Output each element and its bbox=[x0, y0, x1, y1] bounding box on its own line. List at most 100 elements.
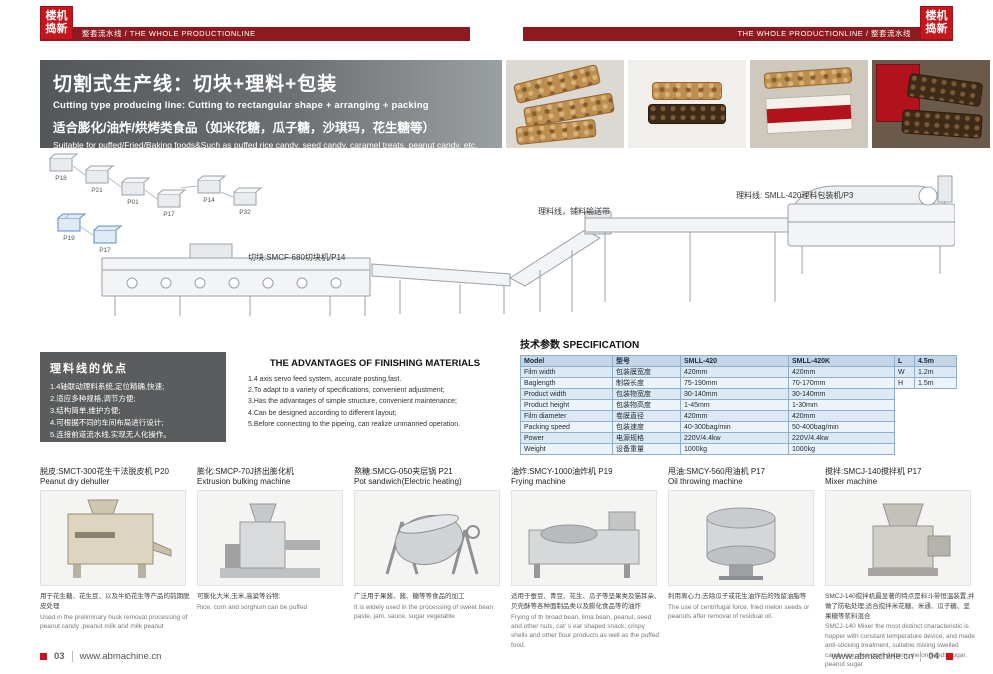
footer-red-dot bbox=[40, 653, 47, 660]
spec-title-zh: 技术参数 bbox=[520, 340, 560, 351]
flow-node bbox=[157, 189, 187, 208]
candy-bar bbox=[901, 109, 983, 139]
footer-left: 03 www.abmachine.cn bbox=[40, 651, 161, 662]
flow-label: P32 bbox=[239, 209, 251, 216]
footer-red-dot bbox=[946, 653, 953, 660]
flow-label: P18 bbox=[55, 175, 67, 182]
machine-card-mixer: 搅拌:SMCJ-140搅拌机 P17 Mixer machine SMCJ-14… bbox=[825, 466, 975, 669]
machine-caption-zh: 膨化:SMCP-70J挤出膨化机 bbox=[197, 467, 294, 476]
footer-divider bbox=[71, 651, 73, 662]
machine-caption-zh: 油炸:SMCY-1000油炸机 P19 bbox=[511, 467, 613, 476]
advantages-title-en: THE ADVANTAGES OF FINISHING MATERIALS bbox=[269, 358, 481, 369]
lower-conveyor-drawing bbox=[371, 263, 511, 314]
advantage-item: 2.To adapt to a variety of specification… bbox=[248, 387, 445, 395]
machine-photo-deoiler bbox=[668, 490, 814, 586]
flow-node-highlight bbox=[93, 225, 123, 244]
cutting-machine-drawing bbox=[101, 243, 371, 316]
packing-machine-drawing bbox=[787, 175, 956, 274]
machine-caption-en: Oil throwing machine bbox=[668, 477, 743, 486]
machine-desc-zh: 利用离心力,去除瓜子或花生油炸后的残留油脂等 bbox=[668, 593, 807, 600]
machine-caption-en: Mixer machine bbox=[825, 477, 878, 486]
machine-desc-en: SMCJ-140 Mixer the most distinct charact… bbox=[825, 623, 975, 668]
candy-bar bbox=[652, 82, 722, 100]
logo-text-line2: 捣新 bbox=[45, 23, 68, 35]
machine-desc-zh: 适用于蚕豆、青豆、花生、瓜子等坚果类及猫耳朵、贝壳酥等各种面制品类以及膨化食品等… bbox=[511, 593, 661, 610]
machine-desc-en: Rice, corn and sorghum can be puffed bbox=[197, 603, 308, 611]
advantage-item: 3.Has the advantages of simple structure… bbox=[248, 398, 457, 406]
advantage-item: 2.适应多种规格,调节方便; bbox=[50, 394, 136, 403]
candy-bar bbox=[648, 104, 726, 124]
machine-desc-en: The use of centrifugal force, fried melo… bbox=[668, 603, 810, 621]
machine-card-deoiler: 甩油:SMCY-560甩油机 P17 Oil throwing machine … bbox=[668, 466, 818, 622]
machine-desc-zh: 可膨化大米,玉米,高粱等谷物; bbox=[197, 593, 281, 600]
advantages-box-zh: 理料线的优点 1.4轴联动理料系统,定位精确,快速; 2.适应多种规格,调节方便… bbox=[40, 352, 226, 442]
candy-bar bbox=[763, 66, 853, 90]
flow-node bbox=[121, 177, 151, 196]
top-conveyor-drawing bbox=[584, 211, 791, 302]
advantages-box-en: THE ADVANTAGES OF FINISHING MATERIALS 1.… bbox=[240, 352, 510, 442]
header-bar-right: THE WHOLE PRODUCTIONLINE / 整套流水线 bbox=[523, 27, 953, 41]
title-banner: 切割式生产线：切块+理料+包装 Cutting type producing l… bbox=[40, 60, 502, 150]
advantage-item: 5.Before connecting to the pipeing, can … bbox=[248, 420, 461, 428]
flow-label: P17 bbox=[99, 247, 111, 254]
spec-title: 技术参数 SPECIFICATION bbox=[520, 336, 956, 351]
diagram-label-conveyor: 理料线，铺料输送带 bbox=[538, 207, 610, 216]
machine-caption-en: Frying machine bbox=[511, 477, 566, 486]
machine-caption-zh: 搅拌:SMCJ-140搅拌机 P17 bbox=[825, 467, 922, 476]
advantage-item: 4.Can be designed according to different… bbox=[248, 409, 397, 417]
machine-desc-zh: 广泛用于果酱、酱、糖等等食品的加工 bbox=[354, 593, 465, 600]
machine-photo-jacketed-pot bbox=[354, 490, 500, 586]
logo-text-line2: 捣新 bbox=[925, 23, 948, 35]
production-line-diagram: P18 P21 P01 P17 P14 P32 P19 P17 bbox=[40, 152, 956, 342]
brand-logo-right: 楼机 捣新 bbox=[920, 6, 953, 40]
flow-node bbox=[233, 187, 263, 206]
machine-photo-mixer bbox=[825, 490, 971, 586]
machine-card-fryer: 油炸:SMCY-1000油炸机 P19 Frying machine 适用于蚕豆… bbox=[511, 466, 661, 650]
machine-desc-en: It is widely used in the processing of s… bbox=[354, 603, 494, 621]
diagram-label-cutting: 切块:SMCF-680切块机/P14 bbox=[248, 253, 346, 262]
incline-conveyor-drawing bbox=[509, 229, 601, 312]
machine-photo-extruder bbox=[197, 490, 343, 586]
product-photo-nut-bars bbox=[872, 60, 990, 148]
brand-logo-left: 楼机 捣新 bbox=[40, 6, 73, 40]
machine-desc-en: Frying of th broad bean, lima bean, pean… bbox=[511, 613, 660, 649]
flow-label: P17 bbox=[163, 211, 175, 218]
page-subtitle-zh: 适合膨化/油炸/烘烤类食品（如米花糖，瓜子糖，沙琪玛，花生糖等） bbox=[53, 121, 435, 135]
logo-text-line1: 楼机 bbox=[45, 10, 68, 22]
page-number-right: 04 bbox=[928, 651, 939, 662]
machine-card-extruder: 膨化:SMCP-70J挤出膨化机 Extrusion bulking machi… bbox=[197, 466, 347, 612]
flow-label: P21 bbox=[91, 187, 103, 194]
advantage-item: 1.4轴联动理料系统,定位精确,快速; bbox=[50, 382, 165, 391]
product-photo-packaged-bar bbox=[750, 60, 868, 148]
flow-node bbox=[49, 153, 79, 172]
flow-node bbox=[85, 165, 115, 184]
footer-divider bbox=[920, 651, 922, 662]
advantage-item: 5.连接前道流水线,实现无人化操作。 bbox=[50, 430, 171, 439]
machine-desc-zh: 用于花生糖、花生豆、以及牛奶花生等产品的前期脱皮处理 bbox=[40, 593, 190, 610]
advantage-item: 4.可根据不同的车间布局进行设计; bbox=[50, 418, 164, 427]
flow-label: P19 bbox=[63, 235, 75, 242]
machine-card-jacketed-pot: 熬糖:SMCG-050夹层锅 P21 Pot sandwich(Electric… bbox=[354, 466, 504, 622]
machine-desc-zh: SMCJ-140搅拌机最显著的特点是料斗带恒温装置,并做了防粘处理,适合搅拌米花… bbox=[825, 593, 975, 620]
flow-label: P14 bbox=[203, 197, 215, 204]
machine-caption-zh: 熬糖:SMCG-050夹层锅 P21 bbox=[354, 467, 453, 476]
page-subtitle-en: Suitable for puffed/Fried/Baking foods&S… bbox=[53, 140, 478, 150]
machine-card-dehuller: 脱皮:SMCT-300花生干法脱皮机 P20 Peanut dry dehull… bbox=[40, 466, 190, 631]
advantages-title-zh: 理料线的优点 bbox=[50, 363, 128, 375]
logo-text-line1: 楼机 bbox=[925, 10, 948, 22]
spec-title-en: SPECIFICATION bbox=[562, 340, 640, 351]
machine-caption-zh: 甩油:SMCY-560甩油机 P17 bbox=[668, 467, 766, 476]
machine-caption-en: Peanut dry dehuller bbox=[40, 477, 110, 486]
website-url: www.abmachine.cn bbox=[79, 651, 162, 662]
header-bar-left: 整套流水线 / THE WHOLE PRODUCTIONLINE bbox=[40, 27, 470, 41]
advantage-item: 3.结构简单,维护方便; bbox=[50, 406, 121, 415]
machine-photo-dehuller bbox=[40, 490, 186, 586]
machine-desc-en: Used in the preliminary husk removal pro… bbox=[40, 613, 188, 630]
machine-photo-fryer bbox=[511, 490, 657, 586]
